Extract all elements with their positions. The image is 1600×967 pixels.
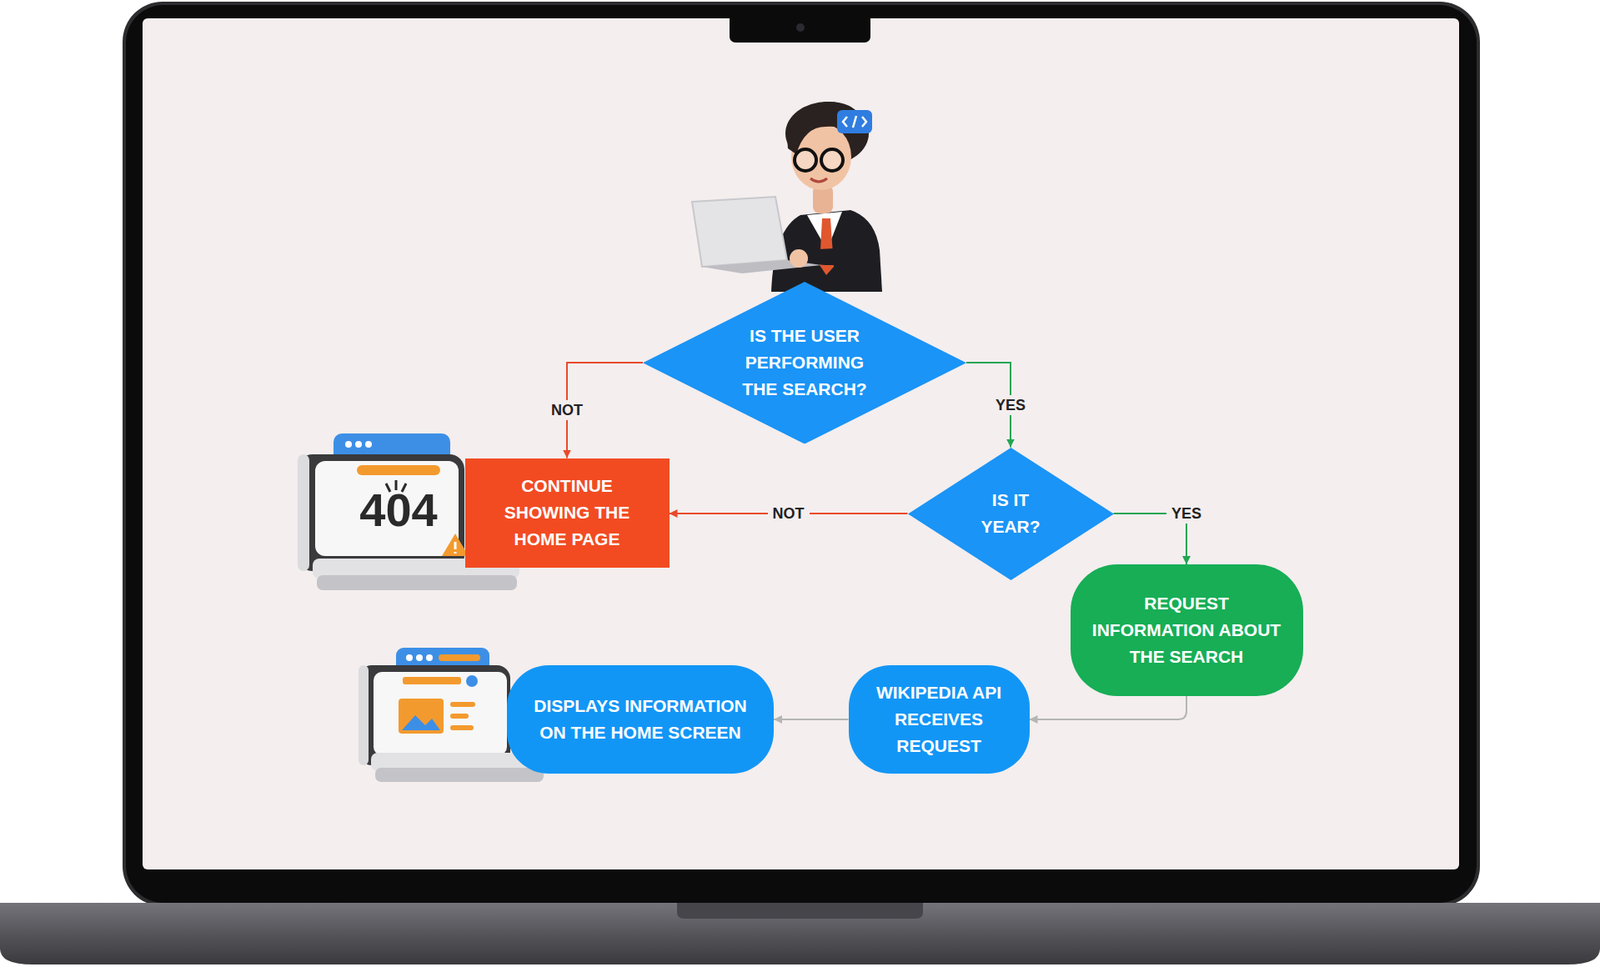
edge-label: YES <box>990 395 1031 416</box>
decision-diamond: IS IT YEAR? <box>907 447 1114 581</box>
node-text: REQUEST INFORMATION ABOUT THE SEARCH <box>1090 590 1283 671</box>
process-box: DISPLAYS INFORMATION ON THE HOME SCREEN <box>506 665 774 774</box>
node-label: DISPLAYS INFORMATION ON THE HOME SCREEN <box>526 692 756 747</box>
base-notch <box>677 902 923 919</box>
diamond-outline <box>907 447 1114 581</box>
node-label: IS IT YEAR? <box>973 486 1049 541</box>
held-laptop-lid <box>692 196 788 267</box>
node-label: CONTINUE SHOWING THE HOME PAGE <box>490 472 645 553</box>
node-text: IS THE USER PERFORMING THE SEARCH? <box>739 322 869 403</box>
process-box: REQUEST INFORMATION ABOUT THE SEARCH <box>1070 564 1304 697</box>
image-mountain <box>401 715 441 731</box>
decision-diamond: IS THE USER PERFORMING THE SEARCH? <box>642 281 967 445</box>
user-icon <box>466 675 478 688</box>
suit <box>771 210 883 292</box>
page-image <box>398 698 444 734</box>
flow-arrow <box>1029 696 1188 720</box>
node-text: CONTINUE SHOWING THE HOME PAGE <box>490 472 645 553</box>
laptop-bezel <box>125 5 1477 903</box>
node-text: DISPLAYS INFORMATION ON THE HOME SCREEN <box>526 692 756 747</box>
tie <box>819 218 834 276</box>
search-bar <box>356 465 441 476</box>
arm <box>800 229 868 266</box>
mouth <box>810 178 828 182</box>
node-label: IS THE USER PERFORMING THE SEARCH? <box>739 322 869 403</box>
monitor-rim <box>297 454 310 572</box>
laptop-lid <box>122 1 1480 907</box>
edge-label: NOT <box>767 503 810 524</box>
node-text: IS IT YEAR? <box>973 486 1049 541</box>
diamond-fill <box>642 281 967 445</box>
edge-label: YES <box>1166 503 1207 524</box>
diamond-fill <box>907 447 1114 581</box>
outcome-box: CONTINUE SHOWING THE HOME PAGE <box>465 458 670 568</box>
node-label: REQUEST INFORMATION ABOUT THE SEARCH <box>1090 590 1283 671</box>
process-box: WIKIPEDIA API RECEIVES REQUEST <box>848 665 1030 774</box>
tab-bar <box>438 654 481 662</box>
camera <box>796 23 805 32</box>
monitor <box>297 454 465 572</box>
monitor-screen <box>373 672 507 756</box>
node-text: WIKIPEDIA API RECEIVES REQUEST <box>870 679 1009 760</box>
tab-dot <box>365 441 372 448</box>
tab-dot <box>355 441 362 448</box>
notch <box>729 13 871 43</box>
text-line <box>450 702 476 708</box>
code-tag-mark <box>842 115 867 128</box>
edge-label: NOT <box>546 400 588 421</box>
flow-arrow <box>773 718 849 721</box>
developer-character <box>692 101 883 292</box>
stand-bottom <box>375 767 544 783</box>
code-tag <box>837 110 873 134</box>
hand <box>789 249 808 268</box>
page-heading <box>402 677 462 685</box>
glasses-left <box>794 149 817 171</box>
tab-dot <box>345 441 352 448</box>
tab-dot <box>416 654 423 662</box>
monitor-screen <box>315 461 459 557</box>
monitor-rim <box>358 665 369 766</box>
stand-bottom <box>316 575 517 591</box>
text-line <box>450 713 469 719</box>
warning-mark <box>454 541 457 554</box>
text-line <box>450 725 474 731</box>
error-code: 404 <box>359 484 437 537</box>
node-label: WIKIPEDIA API RECEIVES REQUEST <box>870 679 1009 760</box>
screen <box>142 18 1460 870</box>
monitor <box>358 665 511 766</box>
laptop-base <box>0 902 1600 965</box>
glasses-right <box>821 149 843 171</box>
tab-dot <box>426 654 433 662</box>
tab-dot <box>406 654 413 662</box>
